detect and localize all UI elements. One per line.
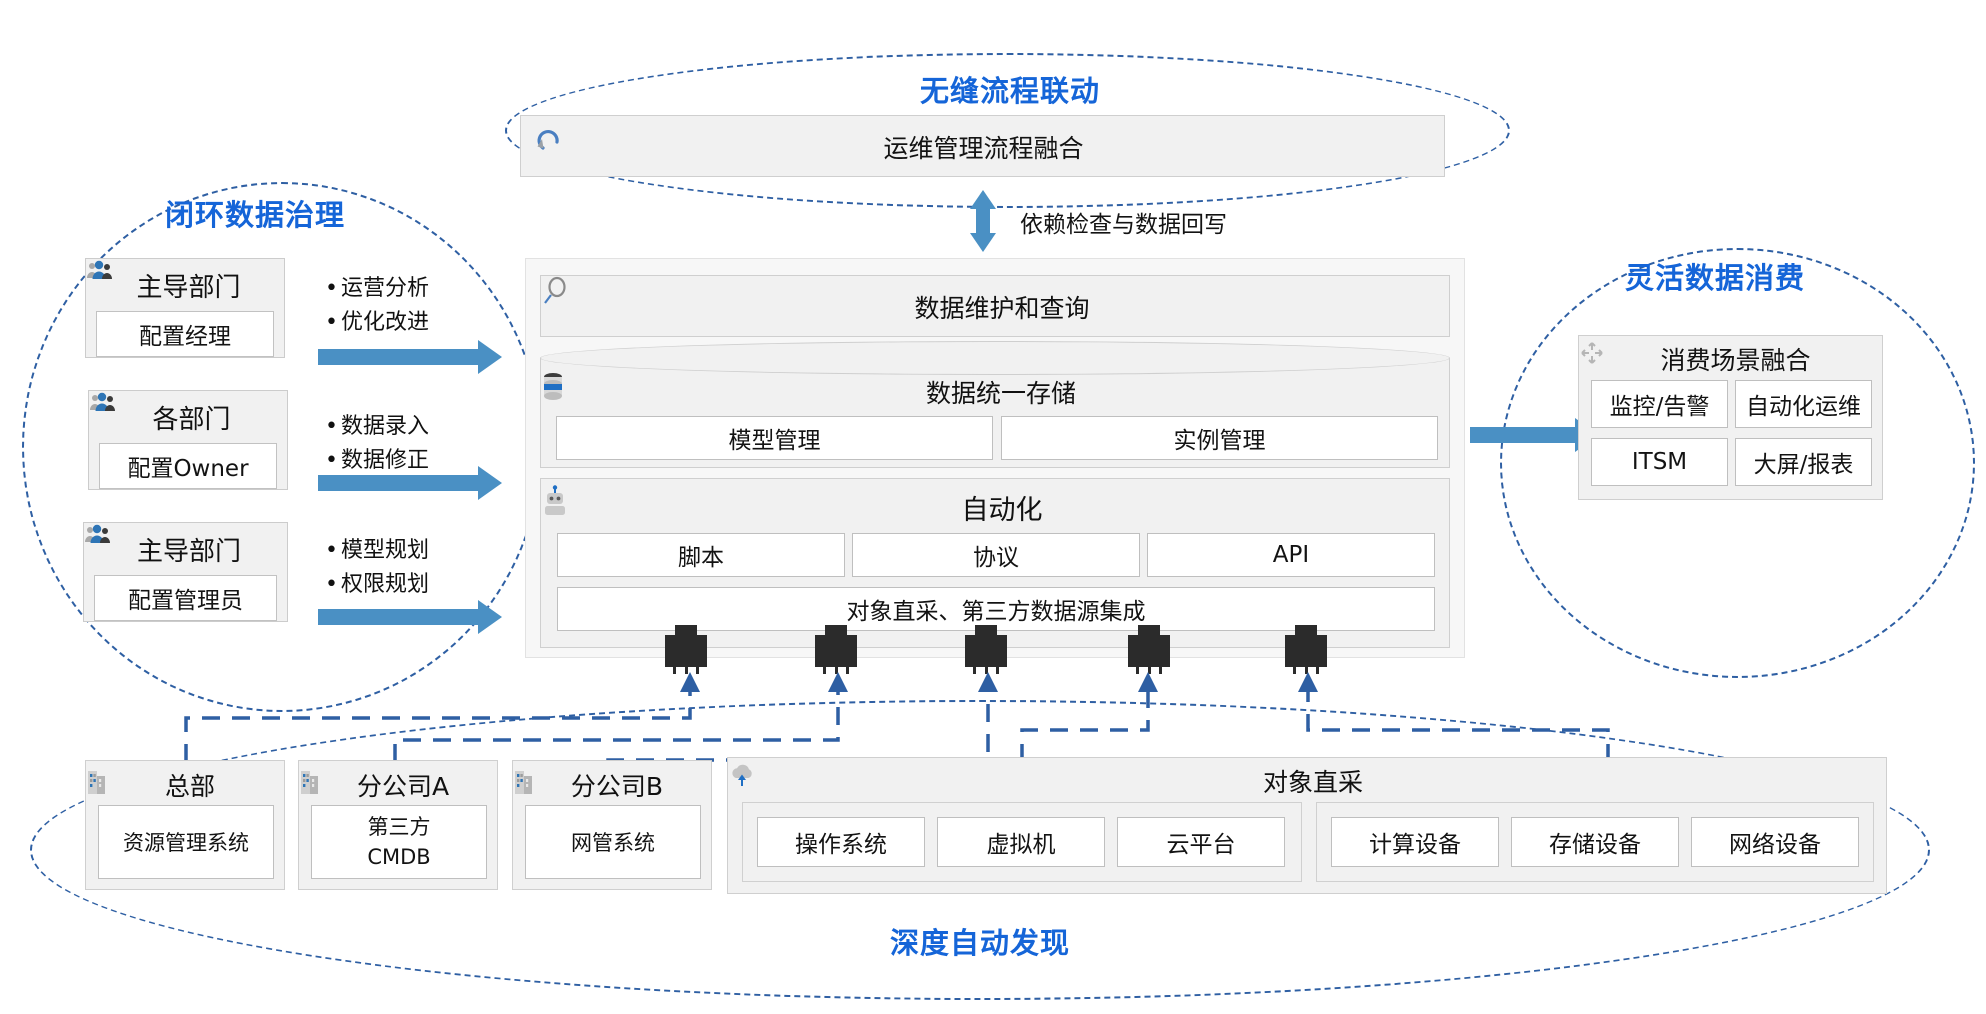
storage-item-model-mgmt[interactable]: 模型管理 (556, 416, 993, 460)
source-system-label[interactable]: 第三方 CMDB (311, 805, 487, 879)
role-value-label: 配置经理 (96, 311, 274, 357)
source-card-branch-a[interactable]: 分公司A 第三方 CMDB (298, 760, 498, 890)
role-card-lead-dept-manager[interactable]: 主导部门 配置经理 (85, 258, 285, 358)
plug-icon (965, 625, 1007, 674)
bullet-item: 模型规划 (341, 538, 430, 563)
direct-collect-item-compute[interactable]: 计算设备 (1331, 817, 1499, 867)
direct-collect-panel[interactable]: 对象直采 操作系统 虚拟机 云平台 计算设备 存储设备 网络设备 (727, 757, 1887, 894)
bullet-item: 运营分析 (341, 276, 430, 301)
ellipse-deep-auto-discovery (30, 700, 1930, 1000)
direct-collect-item-network[interactable]: 网络设备 (1691, 817, 1859, 867)
flow-arrow-1 (318, 340, 503, 374)
consumption-item-dashboard-report[interactable]: 大屏/报表 (1735, 438, 1872, 486)
bullet-item: 权限规划 (341, 572, 430, 597)
direct-collect-item-cloud[interactable]: 云平台 (1117, 817, 1285, 867)
integration-bar[interactable]: 对象直采、第三方数据源集成 (557, 587, 1435, 631)
role-dept-label: 各部门 (152, 405, 231, 435)
direct-collect-label: 对象直采 (1262, 768, 1363, 797)
bullet-list-1: •运营分析 •优化改进 (325, 276, 430, 335)
consumption-panel[interactable]: 消费场景融合 监控/告警 自动化运维 ITSM 大屏/报表 (1578, 335, 1883, 500)
role-head-1: 主导部门 (87, 260, 274, 304)
direct-collect-group-right: 计算设备 存储设备 网络设备 (1316, 802, 1874, 882)
role-card-all-dept-owner[interactable]: 各部门 配置Owner (88, 390, 288, 490)
automation-layer-label: 自动化 (961, 494, 1043, 526)
storage-layer-box[interactable]: 数据统一存储 模型管理 实例管理 (540, 341, 1450, 468)
direct-collect-item-vm[interactable]: 虚拟机 (937, 817, 1105, 867)
role-value-label: 配置Owner (99, 443, 277, 489)
source-card-branch-b[interactable]: 分公司B 网管系统 (512, 760, 712, 890)
plug-icon (815, 625, 857, 674)
role-value-label: 配置管理员 (94, 575, 277, 621)
refresh-cycle-icon (533, 126, 577, 168)
direct-collect-item-os[interactable]: 操作系统 (757, 817, 925, 867)
title-seamless-process: 无缝流程联动 (919, 74, 1100, 108)
automation-item-api[interactable]: API (1147, 533, 1435, 577)
bullet-item: 优化改进 (341, 310, 430, 335)
automation-item-protocol[interactable]: 协议 (852, 533, 1140, 577)
role-head-2: 各部门 (90, 392, 277, 436)
source-name-label: 总部 (164, 772, 215, 801)
ellipse-flexible-consumption (1500, 248, 1975, 678)
storage-item-instance-mgmt[interactable]: 实例管理 (1001, 416, 1438, 460)
role-dept-label: 主导部门 (136, 537, 241, 567)
flow-arrow-2 (318, 466, 503, 500)
plug-icon (1285, 625, 1327, 674)
title-closed-loop-governance: 闭环数据治理 (164, 198, 345, 232)
role-card-lead-dept-admin[interactable]: 主导部门 配置管理员 (83, 522, 288, 622)
bullet-list-3: •模型规划 •权限规划 (325, 538, 430, 597)
query-layer-label: 数据维护和查询 (914, 294, 1090, 323)
source-system-label[interactable]: 网管系统 (525, 805, 701, 879)
process-fusion-label: 运维管理流程融合 (883, 134, 1084, 163)
query-layer-box[interactable]: 数据维护和查询 (540, 275, 1450, 337)
automation-layer-box[interactable]: 自动化 脚本 协议 API 对象直采、第三方数据源集成 (540, 478, 1450, 648)
role-head-3: 主导部门 (85, 524, 277, 568)
direct-collect-item-storage[interactable]: 存储设备 (1511, 817, 1679, 867)
process-fusion-box[interactable]: 运维管理流程融合 (520, 115, 1445, 177)
source-card-hq[interactable]: 总部 资源管理系统 (85, 760, 285, 890)
consumption-item-monitor-alert[interactable]: 监控/告警 (1591, 380, 1728, 428)
source-name-label: 分公司A (356, 772, 450, 801)
storage-layer-label: 数据统一存储 (925, 379, 1076, 408)
bullet-list-2: •数据录入 •数据修正 (325, 414, 430, 473)
bullet-item: 数据录入 (341, 414, 430, 439)
plug-icon (665, 625, 707, 674)
consumption-item-itsm[interactable]: ITSM (1591, 438, 1728, 486)
ellipse-seamless-process (505, 53, 1510, 208)
bullet-item: 数据修正 (341, 448, 430, 473)
title-deep-auto-discovery: 深度自动发现 (889, 926, 1070, 960)
source-name-label: 分公司B (570, 772, 664, 801)
consumption-item-auto-ops[interactable]: 自动化运维 (1735, 380, 1872, 428)
direct-collect-group-left: 操作系统 虚拟机 云平台 (742, 802, 1302, 882)
source-system-label[interactable]: 资源管理系统 (98, 805, 274, 879)
plug-icon (1128, 625, 1170, 674)
role-dept-label: 主导部门 (136, 273, 241, 303)
title-flexible-consumption: 灵活数据消费 (1624, 261, 1805, 295)
dependency-link-label: 依赖检查与数据回写 (1020, 212, 1227, 238)
automation-item-script[interactable]: 脚本 (557, 533, 845, 577)
consumption-panel-label: 消费场景融合 (1660, 346, 1811, 375)
flow-arrow-3 (318, 600, 503, 634)
